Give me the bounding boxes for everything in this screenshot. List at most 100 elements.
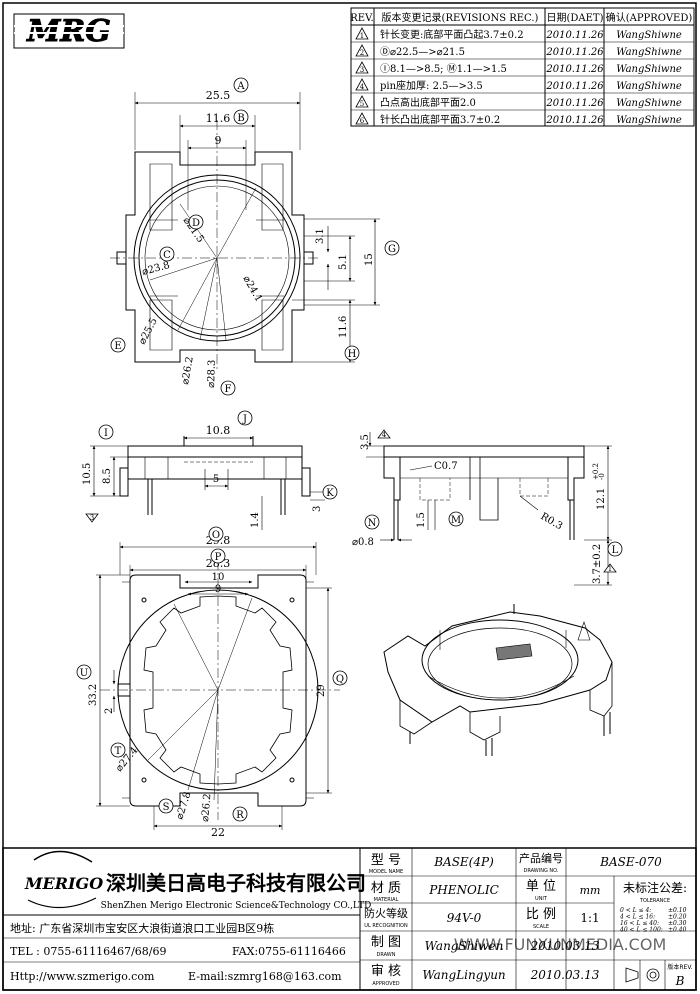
dim-1-4: 1.4 — [250, 512, 261, 528]
dim-dia-28-3: ⌀28.3 — [206, 359, 218, 388]
dim-9-b: 9 — [215, 584, 221, 595]
callout-circle-d — [188, 214, 204, 230]
material-value: PHENOLIC — [428, 883, 499, 897]
callout-label-n: N — [368, 518, 377, 529]
revision-date: 2010.11.26 — [545, 30, 604, 41]
dim-dia-25-5: ⌀25.5 — [137, 316, 160, 346]
revision-mark: 2 — [360, 49, 364, 57]
unit-value: mm — [580, 884, 601, 897]
drawn-date: 2010.03.13 — [530, 939, 600, 953]
callout-circle-b — [233, 109, 249, 125]
dim-3-7: 3.7±0.2 — [592, 544, 603, 584]
model-label: 型 号 — [371, 853, 401, 868]
revision-text: Ⓘ8.1—>8.5; Ⓜ1.1—>1.5 — [380, 63, 507, 75]
callout-circle-k — [322, 484, 338, 500]
revision-date: 2010.11.26 — [545, 64, 604, 75]
callout-circle-f — [220, 380, 236, 396]
revision-approver: WangShiwne — [616, 47, 682, 58]
callout-label-q: Q — [336, 674, 344, 685]
callout-circle-q — [332, 670, 348, 686]
model-value: BASE(4P) — [433, 855, 494, 869]
callout-label-o: O — [212, 530, 220, 541]
revision-text: 针长变更:底部平面凸起3.7±0.2 — [380, 28, 524, 41]
approved-header: 确认(APPROVED) — [606, 11, 693, 24]
rev-label: 版本REV. — [667, 963, 692, 971]
revision-mark: 1 — [360, 32, 364, 40]
revision-flag — [355, 44, 369, 57]
dim-r0-3: R0.3 — [539, 511, 565, 532]
title-block-text: MERIGO 深圳美日高电子科技有限公司 ShenZhen Merigo Ele… — [10, 851, 693, 988]
dim-12-1-plus: +0.2 — [592, 463, 600, 480]
dim-15: 15 — [364, 253, 375, 266]
callout-circle-t — [110, 742, 126, 758]
material-label-en: MATERIAL — [374, 897, 399, 903]
dim-dia-26-2-b: ⌀26.2 — [200, 793, 213, 822]
model-label-en: MODEL NAME — [369, 869, 403, 875]
callout-circle-g — [384, 240, 400, 256]
flame-value: 94V-0 — [447, 911, 482, 925]
unit-label-en: UNIT — [535, 896, 548, 902]
dim-dia-23-8: ⌀23.8 — [141, 260, 171, 278]
callout-label-d: D — [192, 218, 200, 229]
callout-label-e: E — [114, 341, 121, 352]
website: Http://www.szmerigo.com — [10, 970, 155, 983]
logo-text: MRG — [26, 14, 111, 49]
side-view — [85, 436, 325, 530]
scale-label: 比 例 — [526, 907, 556, 922]
company-name-cn: 深圳美日高电子科技有限公司 — [106, 871, 366, 895]
revision-mark: 6 — [360, 117, 365, 125]
tolerance-label-en: TOLERANCE — [639, 898, 670, 904]
dim-dia-26-2: ⌀26.2 — [180, 356, 196, 386]
callout-label-f: F — [225, 384, 232, 395]
dim-9: 9 — [215, 134, 222, 147]
tolerance-range: 0 < L ≤ 4: — [620, 907, 651, 914]
dim-29: 29 — [316, 684, 327, 697]
callout-circle-a — [233, 77, 249, 93]
scale-value: 1:1 — [580, 911, 599, 925]
callout-circle-c — [159, 246, 175, 262]
section-view — [366, 429, 617, 586]
tolerance-value: ±0.30 — [668, 920, 687, 927]
address: 地址: 广东省深圳市宝安区大浪街道浪口工业园B区9栋 — [10, 921, 274, 935]
dim-2: 2 — [104, 708, 115, 714]
callout-circle-l — [607, 541, 623, 557]
approved-by: WangLingyun — [422, 968, 505, 982]
revision-approver: WangShiwne — [616, 30, 682, 41]
drawn-by: WangShiwen — [425, 939, 504, 953]
revision-text: 针长凸出底部平面3.7±0.2 — [380, 113, 500, 126]
dim-8-5: 8.5 — [102, 468, 113, 484]
rev-header: REV. — [350, 13, 373, 24]
scale-label-en: SCALE — [533, 924, 549, 930]
tolerance-range: 40 < L ≤ 100: — [619, 927, 663, 934]
callout-label-j: J — [242, 414, 247, 425]
dim-25-5: 25.5 — [206, 89, 231, 102]
dim-12-1-minus: -0 — [598, 473, 606, 480]
watermark: WWW.FUNXUNMEDIA.COM — [454, 935, 667, 954]
drawn-label-en: DRAWN — [377, 952, 396, 958]
company-name-en: ShenZhen Merigo Electronic Science&Techn… — [101, 901, 372, 911]
callout-label-k: K — [326, 488, 334, 499]
callout-label-m: M — [451, 515, 461, 526]
callout-circle-p — [210, 548, 226, 564]
callout-label-g: G — [388, 244, 396, 255]
dim-5: 5 — [213, 474, 219, 485]
rev-value: B — [675, 974, 685, 988]
callout-circle-h — [344, 345, 360, 361]
tolerance-range: 4 < L ≤ 16: — [619, 914, 655, 921]
revision-flag — [355, 61, 369, 74]
callout-label-l: L — [612, 545, 619, 556]
revision-approver: WangShiwne — [616, 98, 682, 109]
revision-date: 2010.11.26 — [545, 47, 604, 58]
revision-flag — [355, 27, 369, 40]
dim-28-3: 28.3 — [206, 557, 231, 570]
tolerance-value: ±0.10 — [668, 907, 687, 914]
mrg-logo: MRG — [13, 13, 125, 50]
drawing-no-label-en: DRAWING NO. — [524, 868, 559, 874]
side-view-text: 10.8 10.5 8.5 5 1.4 3 3 — [82, 424, 323, 528]
revision-flag — [355, 95, 369, 108]
top-view — [110, 92, 380, 370]
callout-label-p: P — [215, 552, 222, 563]
